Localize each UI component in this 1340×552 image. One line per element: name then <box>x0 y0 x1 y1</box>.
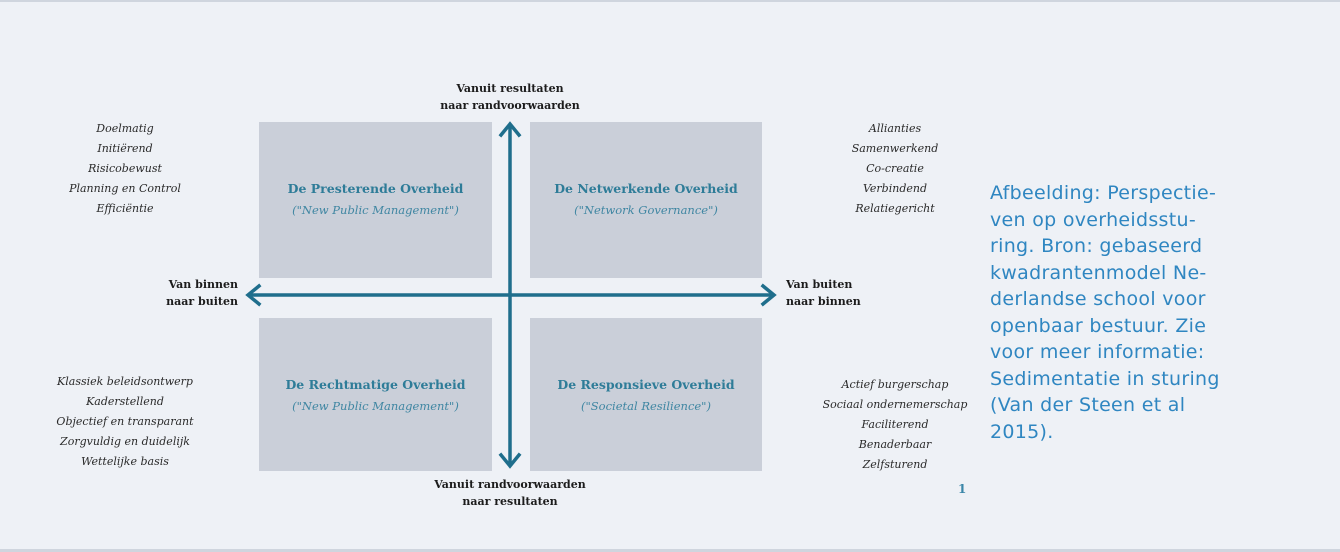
quadrant-title: De Presterende Overheid <box>287 181 464 196</box>
quadrant-bottom-right: De Responsieve Overheid ("Societal Resil… <box>530 318 762 471</box>
axis-label-line: Van buiten <box>786 278 853 291</box>
axis-label-bottom: Vanuit randvoorwaarden naar resultaten <box>400 476 620 510</box>
trait-item: Sociaal ondernemerschap <box>822 398 968 411</box>
quadrant-title: De Rechtmatige Overheid <box>285 377 466 392</box>
quadrant-subtitle: ("New Public Management") <box>292 203 459 217</box>
trait-item: Verbindend <box>862 182 928 195</box>
trait-item: Faciliterend <box>861 418 929 431</box>
caption-line: Sedimentatie in sturing <box>990 367 1220 390</box>
trait-item: Benaderbaar <box>858 438 932 451</box>
axis-label-line: naar buiten <box>166 295 238 308</box>
caption-line: kwadrantenmodel Ne- <box>990 261 1207 284</box>
axis-label-line: naar randvoorwaarden <box>440 99 580 112</box>
arrowhead-right <box>760 283 777 307</box>
trait-item: Klassiek beleidsontwerp <box>57 375 193 388</box>
axis-label-line: naar resultaten <box>462 495 558 508</box>
caption-line: Afbeelding: Perspectie- <box>990 182 1217 204</box>
axis-label-right: Van buiten naar binnen <box>786 276 916 310</box>
trait-item: Objectief en transparant <box>56 415 194 428</box>
trait-item: Samenwerkend <box>851 142 939 155</box>
trait-list-top-left: Doelmatig Initiërend Risicobewust Planni… <box>40 119 210 219</box>
page-number: 1 <box>958 482 967 496</box>
quadrant-subtitle: ("New Public Management") <box>292 399 459 413</box>
axis-label-line: Vanuit resultaten <box>456 82 564 95</box>
trait-item: Zorgvuldig en duidelijk <box>60 435 190 448</box>
caption-line: (Van der Steen et al <box>990 394 1186 416</box>
caption-line: openbaar bestuur. Zie <box>990 314 1207 337</box>
trait-list-bottom-left: Klassiek beleidsontwerp Kaderstellend Ob… <box>20 372 230 472</box>
trait-item: Actief burgerschap <box>841 378 949 391</box>
quadrant-subtitle: ("Network Governance") <box>574 203 718 217</box>
trait-item: Doelmatig <box>96 122 154 135</box>
axis-label-left: Van binnen naar buiten <box>120 276 238 310</box>
quadrant-title: De Netwerkende Overheid <box>554 181 738 196</box>
caption-line: derlandse school voor <box>990 288 1206 310</box>
bottom-border <box>0 549 1340 552</box>
trait-item: Initiërend <box>97 142 153 155</box>
quadrant-top-right: De Netwerkende Overheid ("Network Govern… <box>530 122 762 278</box>
figure-caption: Afbeelding: Perspectie- ven op overheids… <box>990 180 1270 445</box>
caption-line: voor meer informatie: <box>990 341 1205 363</box>
trait-item: Risicobewust <box>88 162 162 175</box>
quadrant-title: De Responsieve Overheid <box>557 377 735 392</box>
caption-line: ven op overheidsstu- <box>990 208 1196 231</box>
axis-label-line: Van binnen <box>168 278 238 291</box>
trait-item: Zelfsturend <box>862 458 928 471</box>
caption-line: ring. Bron: gebaseerd <box>990 235 1203 257</box>
quadrant-bottom-left: De Rechtmatige Overheid ("New Public Man… <box>259 318 492 471</box>
arrowhead-left <box>245 283 262 307</box>
trait-item: Wettelijke basis <box>81 455 169 468</box>
trait-item: Kaderstellend <box>86 395 164 408</box>
trait-list-bottom-right: Actief burgerschap Sociaal ondernemersch… <box>800 375 990 475</box>
axis-label-line: Vanuit randvoorwaarden <box>434 478 586 491</box>
trait-item: Co-creatie <box>866 162 924 175</box>
trait-item: Planning en Control <box>69 182 181 195</box>
axis-label-line: naar binnen <box>786 295 861 308</box>
trait-item: Allianties <box>868 122 922 135</box>
arrowhead-down <box>498 452 522 469</box>
arrowhead-up <box>498 121 522 138</box>
trait-list-top-right: Allianties Samenwerkend Co-creatie Verbi… <box>810 119 980 219</box>
top-border <box>0 0 1340 2</box>
caption-line: 2015). <box>990 420 1054 443</box>
quadrant-subtitle: ("Societal Resilience") <box>581 399 711 413</box>
trait-item: Relatiegericht <box>855 202 935 215</box>
quadrant-top-left: De Presterende Overheid ("New Public Man… <box>259 122 492 278</box>
axis-label-top: Vanuit resultaten naar randvoorwaarden <box>400 80 620 114</box>
trait-item: Efficiëntie <box>96 202 154 215</box>
